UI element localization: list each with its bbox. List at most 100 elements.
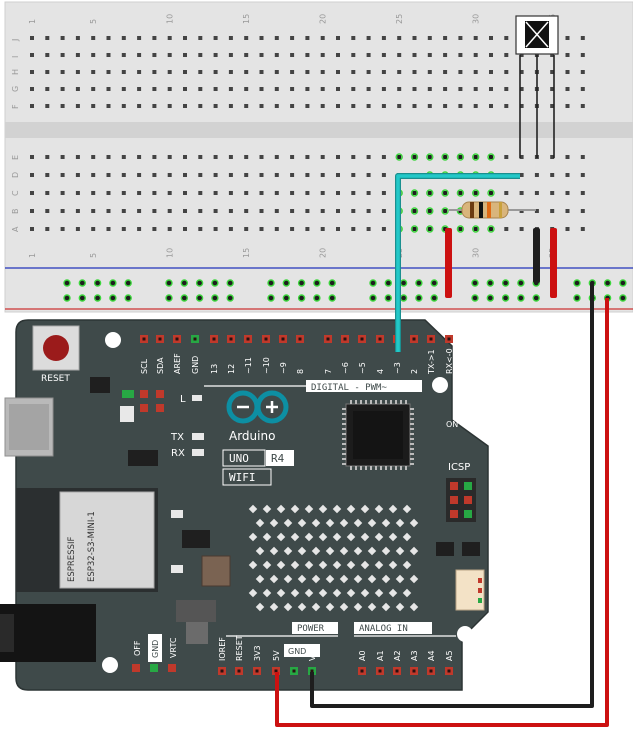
breadboard-hole — [259, 209, 264, 213]
breadboard-hole — [30, 70, 34, 74]
breadboard-hole — [320, 173, 325, 177]
breadboard-hole — [274, 191, 279, 195]
pin-label: TX->1 — [427, 349, 436, 375]
breadboard-hole — [443, 191, 448, 195]
breadboard-hole — [366, 53, 371, 57]
breadboard-hole — [45, 155, 50, 159]
header-pin-hole — [246, 337, 250, 341]
breadboard-hole — [366, 70, 371, 74]
breadboard-hole — [320, 104, 325, 108]
breadboard-hole — [458, 155, 463, 159]
breadboard-hole — [473, 104, 478, 108]
breadboard-hole — [397, 36, 402, 40]
breadboard-hole — [580, 173, 585, 177]
breadboard-hole — [473, 36, 478, 40]
breadboard-hole — [565, 70, 570, 74]
breadboard-hole — [550, 155, 555, 159]
breadboard-hole — [336, 227, 340, 231]
breadboard-hole — [152, 70, 157, 74]
breadboard-hole — [60, 70, 65, 74]
rail-hole — [471, 279, 479, 287]
breadboard-hole — [183, 53, 187, 57]
breadboard-hole — [320, 191, 325, 195]
breadboard-hole — [565, 173, 570, 177]
rail-hole — [384, 294, 392, 302]
rail-hole — [297, 294, 306, 302]
mcu-pin — [410, 458, 414, 460]
resistor-band — [487, 202, 491, 218]
breadboard-hole — [30, 104, 34, 108]
rail-hole — [63, 279, 71, 287]
mcu-pin — [400, 466, 402, 470]
breadboard-hole — [381, 155, 386, 159]
icsp-pin — [450, 510, 458, 518]
breadboard-hole — [213, 173, 218, 177]
rail-hole — [486, 279, 494, 287]
matrix-led — [360, 588, 370, 598]
breadboard-hole — [381, 209, 386, 213]
breadboard-hole — [121, 87, 126, 91]
breadboard-hole — [427, 155, 432, 159]
breadboard-hole — [228, 104, 233, 108]
status-led — [156, 404, 164, 412]
matrix-led — [255, 574, 265, 584]
matrix-led — [402, 532, 412, 542]
breadboard-hole — [121, 70, 126, 74]
mcu-pin — [385, 400, 387, 404]
matrix-led — [290, 504, 300, 514]
arduino-board: RESET ESPRESSIF ESP32-S3-MINI-1 Arduino … — [0, 319, 489, 691]
matrix-led — [318, 504, 328, 514]
column-number: 15 — [242, 248, 251, 258]
breadboard-hole — [305, 53, 310, 57]
breadboard-hole — [274, 53, 279, 57]
header-pin-hole — [220, 669, 224, 673]
breadboard-hole — [458, 53, 463, 57]
breadboard-hole — [152, 53, 157, 57]
breadboard-hole — [274, 104, 279, 108]
breadboard-hole — [167, 104, 172, 108]
row-letter: F — [11, 104, 20, 109]
breadboard-hole — [60, 87, 65, 91]
breadboard-hole — [305, 227, 310, 231]
breadboard-hole — [60, 155, 65, 159]
breadboard-hole — [198, 104, 203, 108]
rail-hole — [195, 294, 204, 302]
column-number: 20 — [319, 248, 328, 258]
breadboard-hole — [183, 36, 187, 40]
breadboard-hole — [106, 209, 111, 213]
breadboard-hole — [580, 104, 585, 108]
pin-label: SCL — [140, 358, 149, 374]
breadboard-hole — [504, 104, 509, 108]
breadboard-hole — [30, 87, 34, 91]
on-led-label: ON — [446, 420, 458, 429]
matrix-led — [395, 574, 405, 584]
breadboard-hole — [167, 227, 172, 231]
icsp-pin — [450, 496, 458, 504]
pin-label: ~5 — [358, 362, 367, 374]
status-led — [156, 390, 164, 398]
header-pin — [132, 664, 140, 672]
pin-label: A0 — [358, 650, 367, 661]
breadboard-hole — [580, 209, 585, 213]
rail-hole — [282, 294, 290, 302]
breadboard-hole — [489, 227, 493, 231]
pin-label: 12 — [227, 364, 236, 374]
breadboard-hole — [519, 104, 524, 108]
breadboard-hole — [228, 87, 233, 91]
reset-button[interactable] — [43, 335, 69, 361]
mcu-pin — [342, 448, 346, 450]
icsp-pin — [464, 496, 472, 504]
breadboard-hole — [91, 209, 96, 213]
breadboard-hole-active — [472, 225, 480, 233]
header-pin-hole — [142, 337, 146, 341]
small-ic — [462, 542, 480, 556]
esp32-shield — [59, 491, 155, 589]
breadboard-hole — [305, 209, 310, 213]
breadboard-hole-active — [410, 153, 419, 161]
mcu-pin — [380, 466, 382, 470]
breadboard-hole — [183, 155, 187, 159]
matrix-led — [276, 560, 286, 570]
mcu-pins — [342, 400, 414, 470]
rail-hole — [165, 294, 173, 302]
rail-hole — [369, 279, 377, 287]
